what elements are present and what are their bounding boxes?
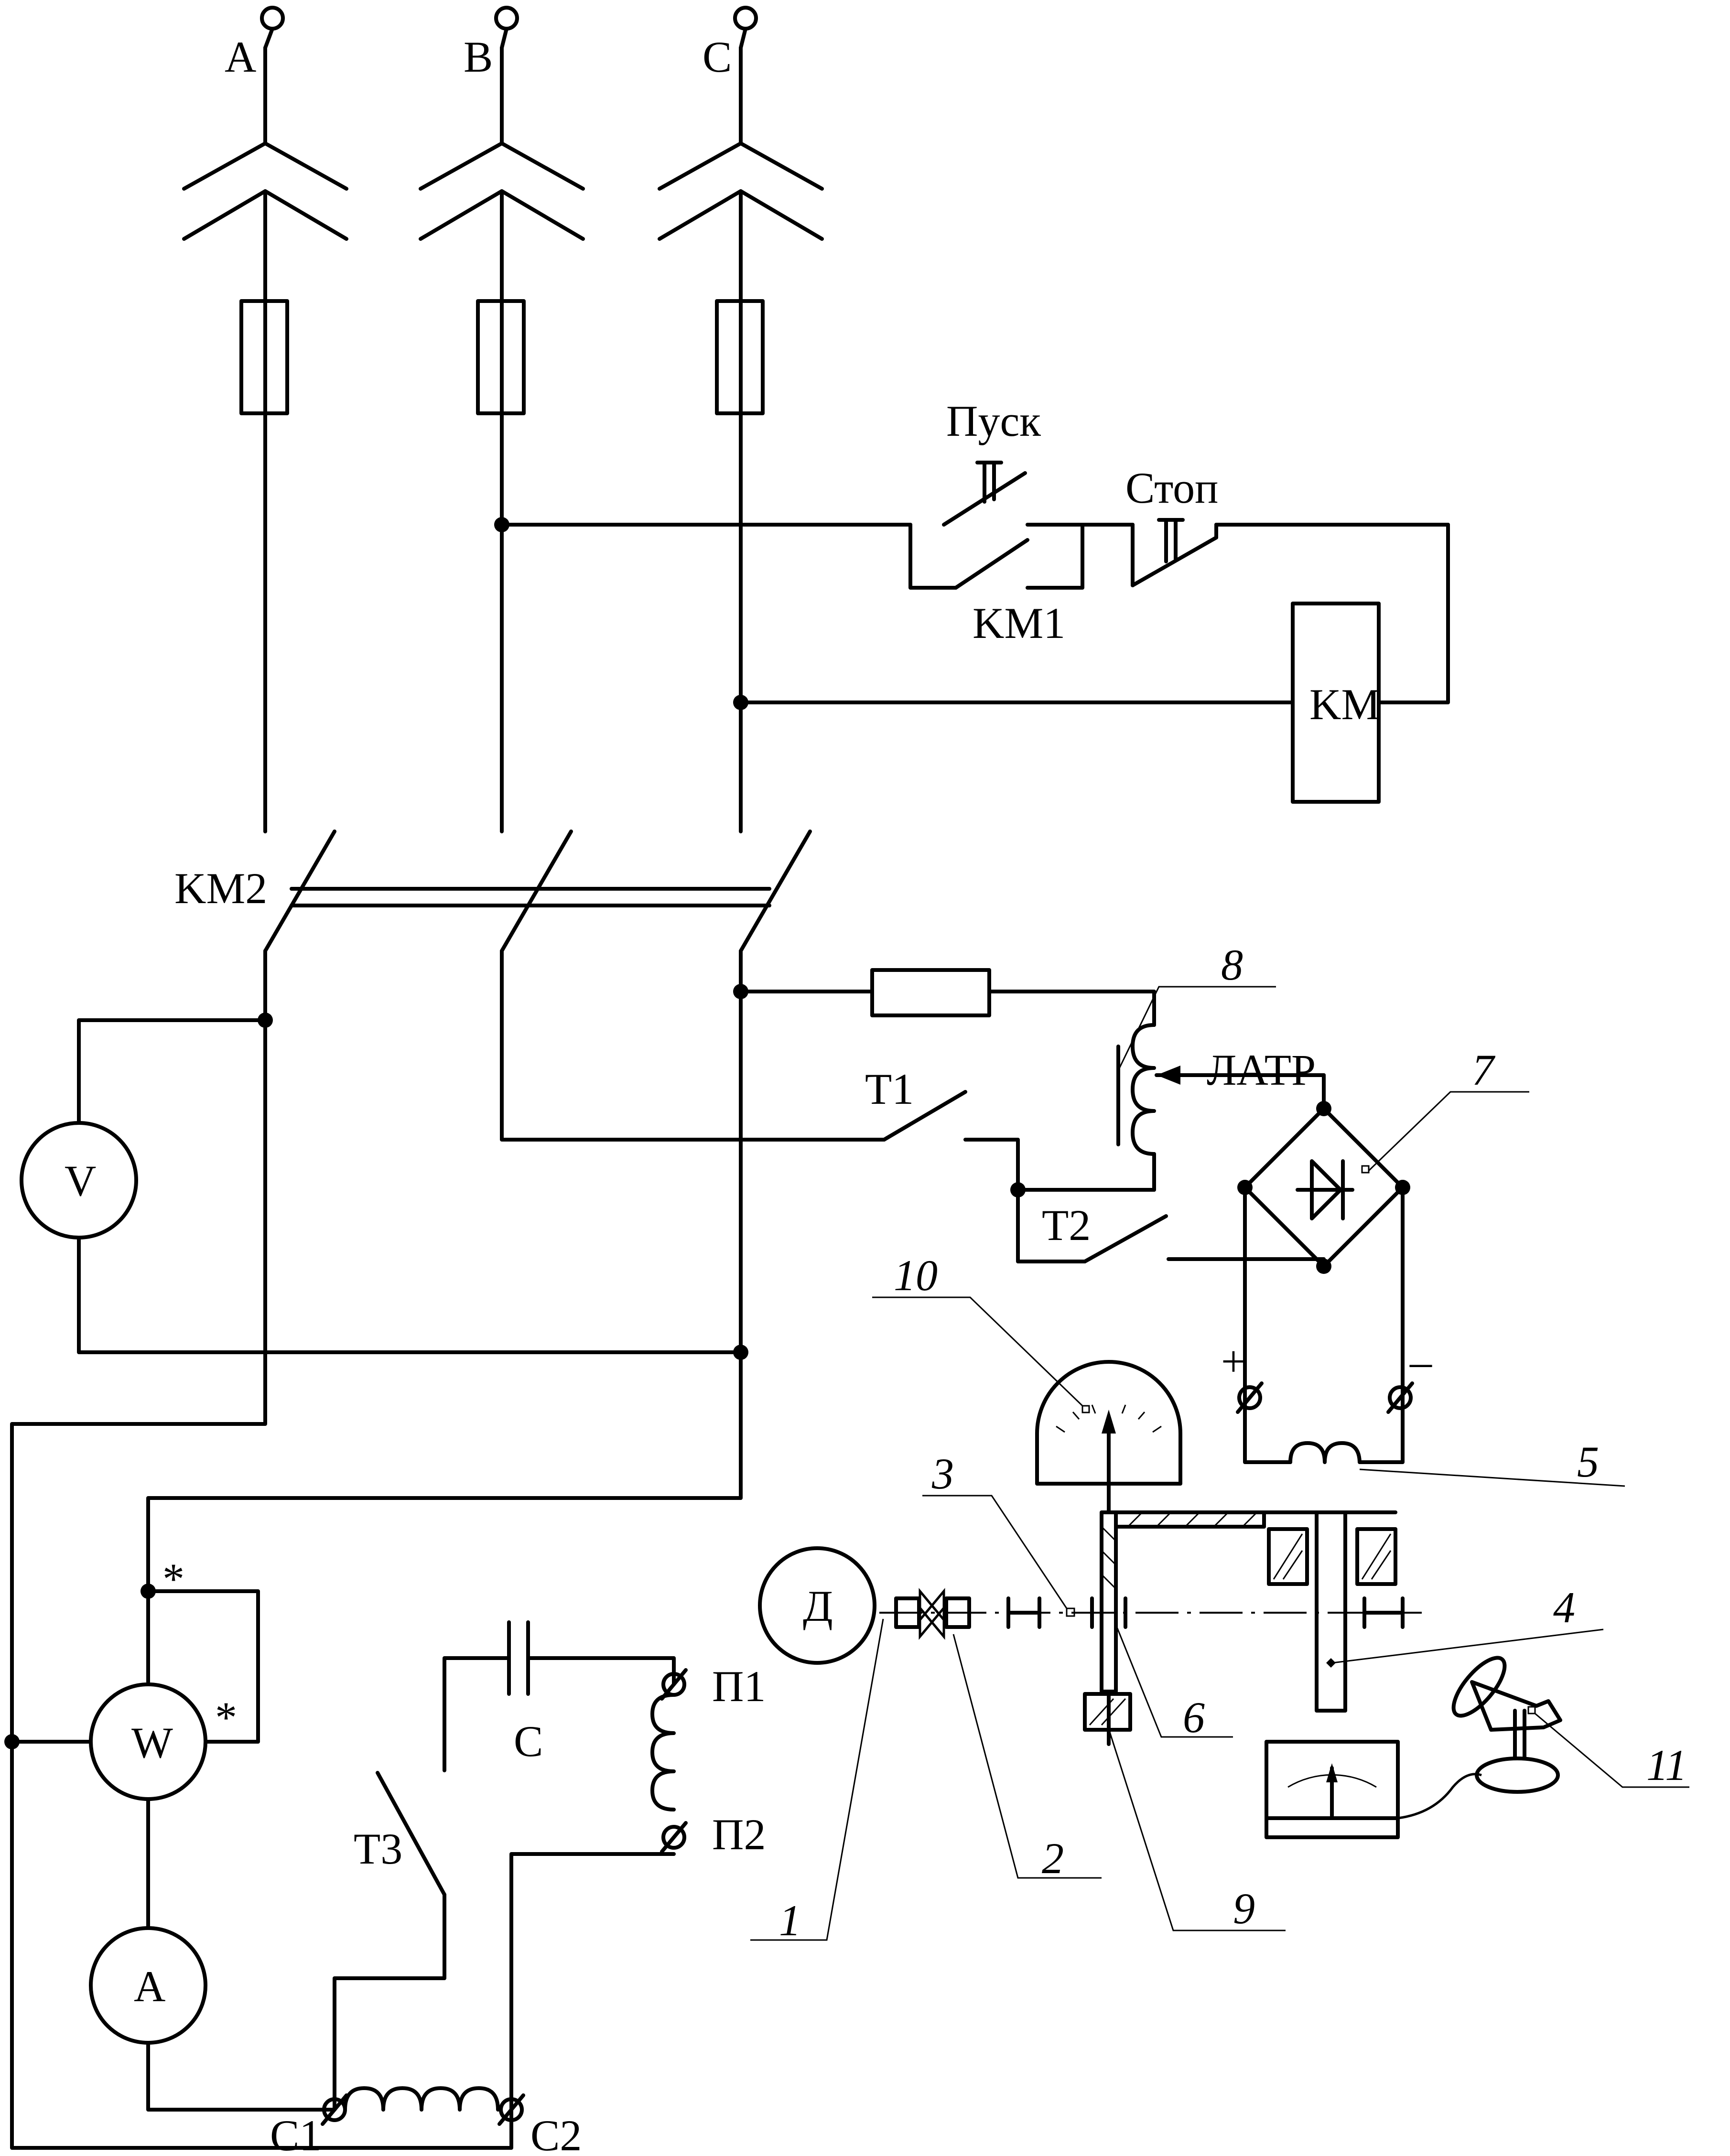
disconnector-phase-b (419, 46, 585, 303)
km-coil-label: KM (1309, 680, 1380, 729)
c2-label: C2 (530, 2111, 582, 2156)
callout-6: 6 (1183, 1693, 1205, 1742)
motor (758, 1546, 876, 1665)
callout-4: 4 (1553, 1583, 1575, 1632)
latr-fuse (870, 968, 991, 1017)
t2-label: T2 (1042, 1201, 1091, 1250)
p2-label: П2 (712, 1810, 766, 1859)
t3-contact (376, 1771, 446, 1897)
bridge-plus-wire (1243, 1186, 1292, 1464)
latr-autotransformer (1116, 1023, 1326, 1192)
torque-gauge (1035, 1360, 1182, 1514)
phase-a-label: A (225, 32, 256, 81)
capacitor-label: C (514, 1717, 543, 1766)
start-button-label: Пуск (946, 397, 1041, 445)
callout-1: 1 (779, 1896, 801, 1945)
coupling (894, 1588, 971, 1640)
bridge-minus-wire (1358, 1186, 1405, 1464)
phase-a-load-wire (10, 949, 513, 2150)
brake-coil (1288, 1441, 1362, 1464)
phase-a-terminal (260, 6, 285, 50)
t3-label: T3 (354, 1824, 402, 1873)
callout-3: 3 (931, 1449, 954, 1498)
callout-9: 9 (1233, 1884, 1255, 1933)
start-pushbutton (942, 461, 1084, 527)
callout-8: 8 (1221, 940, 1243, 989)
km2-main-contactor (263, 830, 812, 953)
weight-block (1083, 1690, 1132, 1746)
minus-label: – (1409, 1337, 1432, 1386)
t2-contact (1083, 1214, 1168, 1263)
fuse-phase-b (476, 299, 526, 415)
control-wire-right (1377, 523, 1450, 704)
callout-leaders (750, 986, 1689, 1941)
callout-10: 10 (894, 1251, 938, 1300)
shaft-bearing (1006, 1596, 1075, 1629)
junction-w-left (4, 1734, 20, 1749)
callout-2: 2 (1042, 1834, 1064, 1883)
plus-label: + (1221, 1337, 1246, 1386)
start-winding (650, 1693, 676, 1811)
phase-b-terminal (494, 6, 519, 50)
phase-c-label: C (703, 32, 732, 81)
phase-b-load-wire (500, 949, 886, 1142)
callout-7: 7 (1472, 1046, 1496, 1094)
star-mark-top: * (162, 1554, 184, 1603)
km1-label: KM1 (973, 599, 1065, 647)
stop-button-label: Стоп (1125, 464, 1218, 512)
ammeter-label: A (134, 1962, 165, 2011)
wattmeter-voltage-coil-wire (146, 1589, 260, 1744)
km2-label: KM2 (174, 864, 267, 913)
capacitor (507, 1620, 530, 1696)
lamp (1451, 1656, 1562, 1794)
capacitor-left-wire (443, 1656, 511, 1772)
t2-wire (1016, 1188, 1087, 1263)
callout-5: 5 (1577, 1437, 1599, 1486)
capacitor-right-wire (526, 1656, 676, 1686)
fuse-phase-a (239, 299, 289, 415)
ammeter-to-c1 (146, 2041, 336, 2112)
disconnector-phase-a (182, 46, 348, 303)
voltmeter-wire-bottom (77, 1236, 743, 1354)
latr-label: ЛАТР (1207, 1046, 1316, 1094)
voltmeter-wire-top (77, 1018, 267, 1125)
fuse-phase-c (715, 299, 765, 415)
t1-contact (882, 1090, 967, 1142)
t1-output-wire (963, 1138, 1156, 1192)
rectifier-bridge (1237, 1101, 1410, 1274)
brake-arm (1114, 1510, 1397, 1529)
main-winding (343, 2086, 500, 2112)
stop-pushbutton (1081, 518, 1450, 587)
wattmeter-label: W (131, 1718, 173, 1767)
tachometer (1265, 1740, 1482, 1839)
callout-11: 11 (1646, 1741, 1687, 1789)
tacho-rotor (1315, 1510, 1405, 1713)
p2-terminal (660, 1821, 688, 1854)
phase-b-label: B (464, 32, 493, 81)
c2-to-p2-wire (509, 1852, 676, 2112)
p1-label: П1 (712, 1662, 766, 1711)
phase-c-load-wire (146, 949, 743, 1593)
minus-terminal (1386, 1381, 1414, 1414)
star-mark-right: * (215, 1693, 237, 1742)
phase-c-terminal (733, 6, 758, 50)
plus-terminal (1236, 1381, 1264, 1414)
disconnector-phase-c (658, 46, 824, 303)
t1-label: T1 (865, 1065, 914, 1113)
km1-holding-contact (908, 523, 1084, 590)
c1-label: C1 (270, 2111, 321, 2156)
t3-wire (333, 1893, 446, 2112)
latr-feed-wire-2 (987, 990, 1156, 1027)
brake-disk (1090, 1510, 1127, 1693)
electromagnet (1267, 1527, 1397, 1586)
voltmeter-label: V (65, 1156, 96, 1205)
motor-label: Д (803, 1582, 833, 1630)
